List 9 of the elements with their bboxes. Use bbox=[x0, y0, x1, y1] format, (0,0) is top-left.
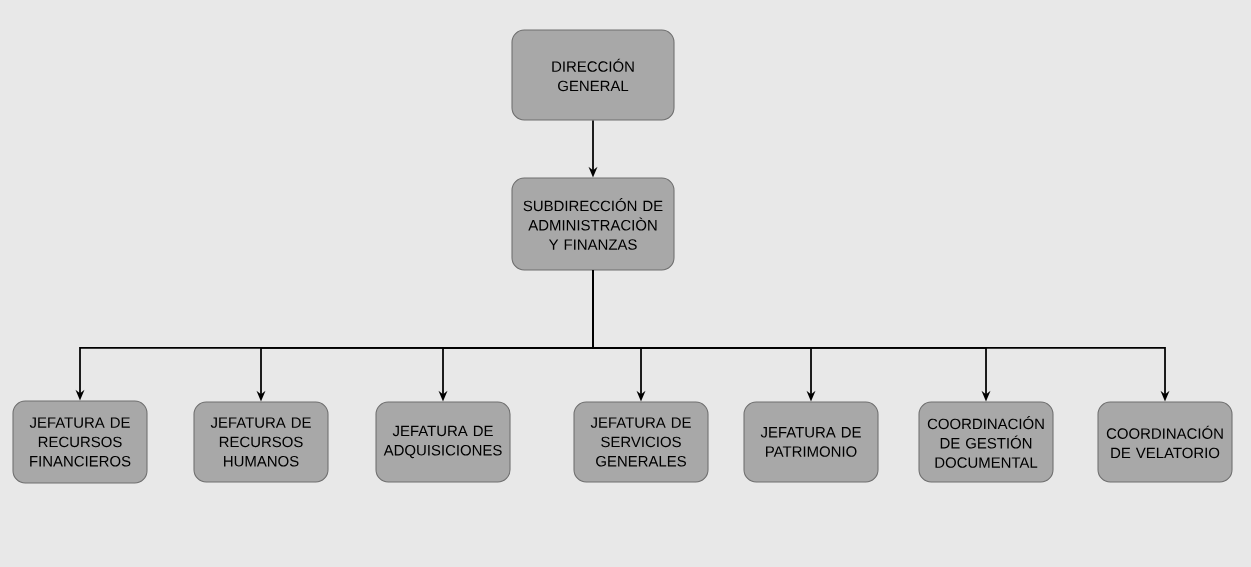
org-box: JEFATURA DE RECURSOS FINANCIEROS bbox=[12, 400, 148, 484]
org-box: COORDINACIÓN DE VELATORIO bbox=[1097, 401, 1233, 483]
org-box: JEFATURA DE ADQUISICIONES bbox=[375, 401, 511, 483]
org-box: DIRECCIÓN GENERAL bbox=[511, 29, 675, 121]
org-box: JEFATURA DE PATRIMONIO bbox=[743, 401, 879, 483]
org-box: SUBDIRECCIÓN DE ADMINISTRACIÒN Y FINANZAS bbox=[511, 177, 675, 271]
org-box: COORDINACIÓN DE GESTIÓN DOCUMENTAL bbox=[918, 401, 1054, 483]
org-box: JEFATURA DE SERVICIOS GENERALES bbox=[573, 401, 709, 483]
org-box: JEFATURA DE RECURSOS HUMANOS bbox=[193, 401, 329, 483]
